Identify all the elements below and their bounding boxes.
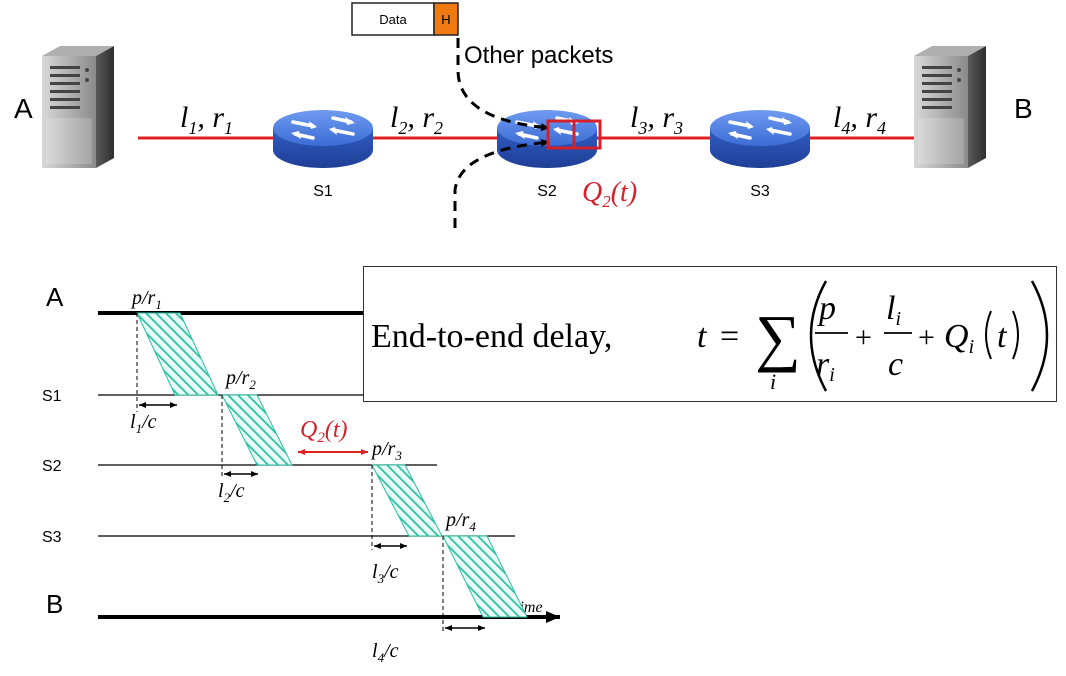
router-label: S2	[537, 183, 557, 200]
hop-4-parallelogram	[442, 535, 528, 618]
packet-header-label: H	[441, 12, 450, 27]
formula-sum: ∑	[755, 302, 801, 373]
formula-paren-right	[1030, 280, 1049, 392]
prop-label-4: l4/c	[372, 640, 399, 665]
hop-2-parallelogram	[221, 394, 293, 466]
host-a: A	[14, 46, 114, 168]
other-packets-path-bottom	[453, 138, 551, 228]
formula-frac1-num: p	[817, 290, 836, 327]
link-label-3: l3, r3	[630, 101, 683, 138]
formula-plus-2: +	[918, 321, 935, 354]
formula-frac1-den: ri	[816, 346, 835, 386]
router-s2: S2	[495, 108, 599, 200]
server-icon	[914, 46, 986, 168]
link-label-2: l2, r2	[390, 101, 443, 138]
router-s1: S1	[271, 108, 375, 200]
row-label-s3: S3	[42, 529, 62, 546]
router-icon	[708, 108, 812, 170]
formula-sum-index: i	[770, 369, 776, 394]
packet-data-label: Data	[379, 12, 407, 27]
router-label: S1	[313, 183, 333, 200]
queue-label-timeline: Q2(t)	[300, 417, 348, 446]
host-b-label: B	[1014, 93, 1033, 124]
formula-t: t	[697, 318, 708, 355]
server-icon	[42, 46, 114, 168]
transmit-label-3: p/r3	[370, 438, 402, 463]
formula-plus-1: +	[855, 321, 872, 354]
row-label-a: A	[46, 282, 64, 312]
timeline: A S1 S2 S3 B time Q2(t) p/r1 p/r2 p/r3 p…	[42, 282, 560, 665]
queue-s2: Q2(t)	[546, 119, 637, 211]
host-b: B	[914, 46, 1033, 168]
delay-formula: End-to-end delay, t = ∑ i p ri + li c + …	[371, 280, 1049, 394]
prop-label-3: l3/c	[372, 561, 399, 586]
other-packets-label: Other packets	[464, 42, 613, 69]
prop-label-2: l2/c	[218, 480, 245, 505]
packet: Data H	[351, 2, 459, 36]
queue-label-top: Q2(t)	[582, 177, 637, 211]
link-label-4: l4, r4	[833, 101, 886, 138]
formula-frac2-num: li	[886, 290, 901, 330]
router-label: S3	[750, 183, 770, 200]
packet-header	[433, 2, 459, 36]
router-s3: S3	[708, 108, 812, 200]
hop-1-parallelogram	[136, 312, 219, 396]
prop-label-1: l1/c	[130, 411, 157, 436]
formula-eq: =	[720, 318, 739, 355]
link-label-1: l1, r1	[180, 101, 233, 138]
row-label-b: B	[46, 589, 63, 619]
transmit-label-1: p/r1	[130, 287, 162, 312]
row-label-s2: S2	[42, 458, 62, 475]
host-a-label: A	[14, 93, 33, 124]
transmit-label-4: p/r4	[444, 509, 476, 534]
router-icon	[271, 108, 375, 170]
formula-q: Qi	[944, 318, 974, 358]
other-packets-path-top	[456, 38, 551, 132]
transmit-label-2: p/r2	[224, 367, 256, 392]
formula-q-arg: t	[997, 318, 1008, 355]
formula-paren-left	[809, 280, 828, 392]
formula-frac2-den: c	[888, 346, 903, 383]
delay-formula-box: End-to-end delay, t = ∑ i p ri + li c + …	[363, 266, 1057, 402]
formula-text: End-to-end delay,	[371, 318, 612, 355]
hop-3-parallelogram	[371, 464, 443, 537]
row-label-s1: S1	[42, 388, 62, 405]
